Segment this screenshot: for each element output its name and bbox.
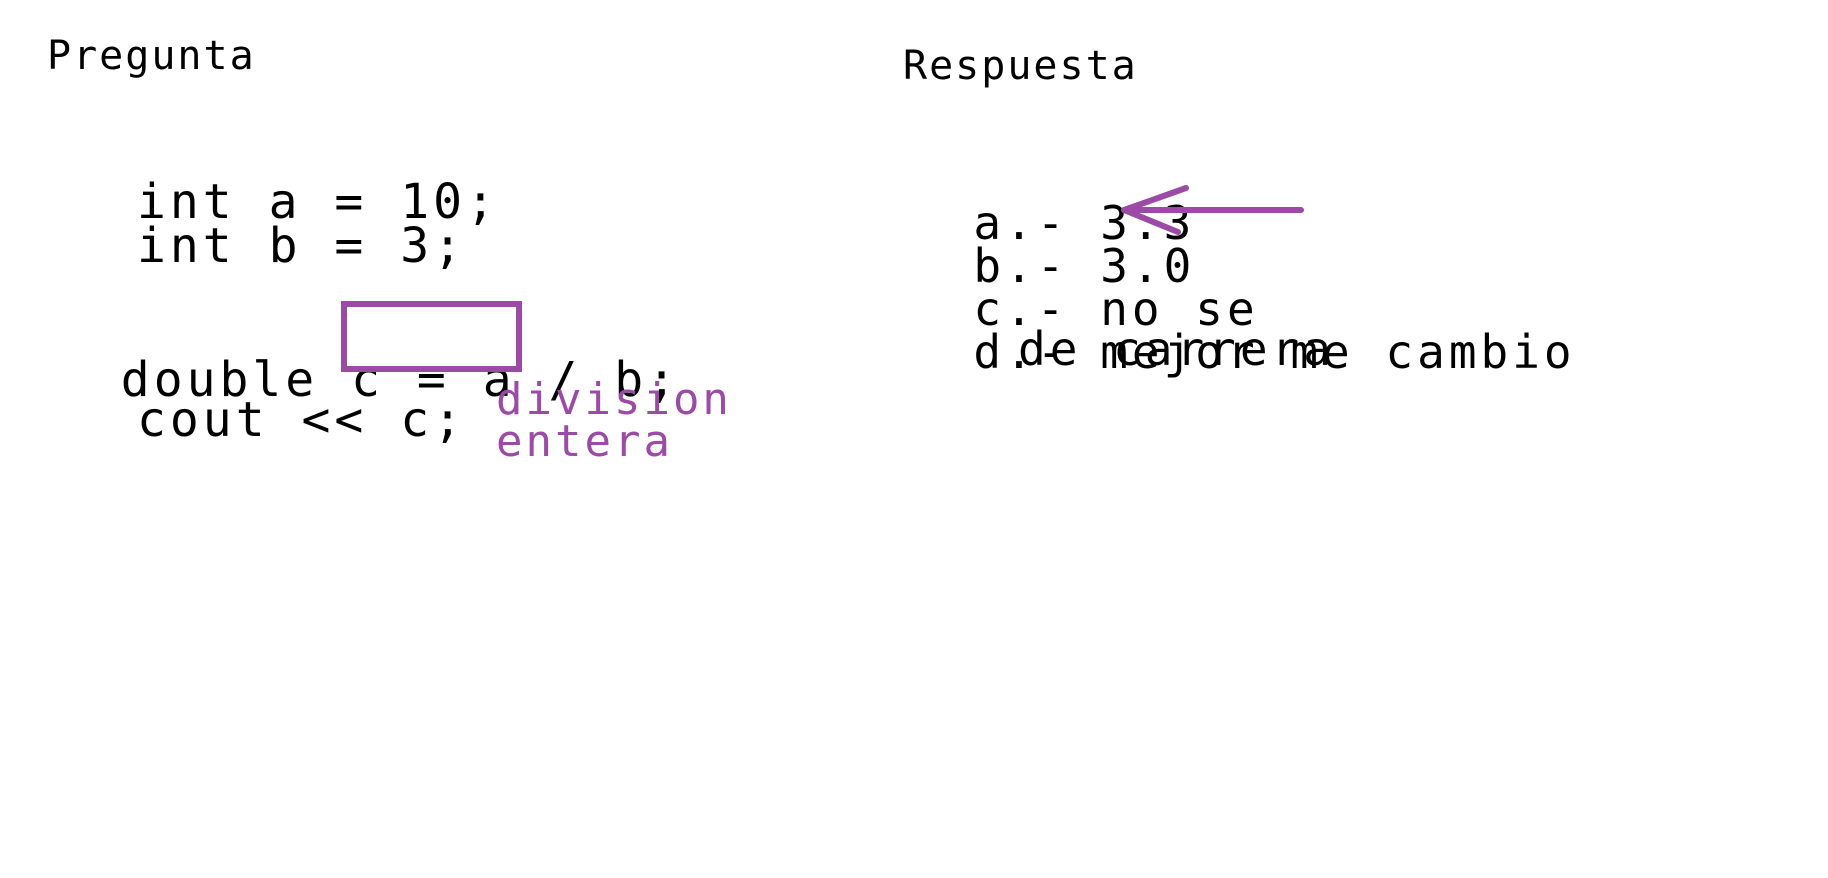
- answer-option-c-label: c.-: [973, 282, 1069, 336]
- code-line-cout: cout << c;: [137, 392, 466, 448]
- answer-option-b: b.- 3.0: [910, 197, 1195, 289]
- annotation-entera: entera: [496, 416, 673, 467]
- answer-option-b-label: b.-: [973, 239, 1069, 293]
- answer-option-d-label: d.-: [973, 325, 1069, 379]
- code-line-double-c-prefix: double c =: [120, 352, 483, 408]
- answer-heading: Respuesta: [903, 43, 1138, 89]
- answer-option-b-text: 3.0: [1100, 239, 1196, 293]
- answer-option-a-label: a.-: [973, 196, 1069, 250]
- answer-option-c: c.- no se: [910, 240, 1259, 332]
- highlight-box: [341, 301, 522, 372]
- answer-option-d-text: mejor me cambio: [1100, 325, 1576, 379]
- answer-option-d-continuation: de carrera: [1018, 322, 1335, 376]
- code-line-int-a: int a = 10;: [137, 174, 499, 230]
- code-line-double-c: double c = a / b;: [55, 308, 680, 404]
- highlighted-expression: a / b;: [482, 352, 681, 408]
- annotation-division: division: [496, 374, 732, 425]
- arrow-icon: [1121, 185, 1304, 235]
- answer-option-c-text: no se: [1100, 282, 1259, 336]
- code-line-int-b: int b = 3;: [137, 218, 466, 274]
- answer-option-d: d.- mejor me cambio: [910, 283, 1576, 375]
- question-heading: Pregunta: [47, 33, 256, 79]
